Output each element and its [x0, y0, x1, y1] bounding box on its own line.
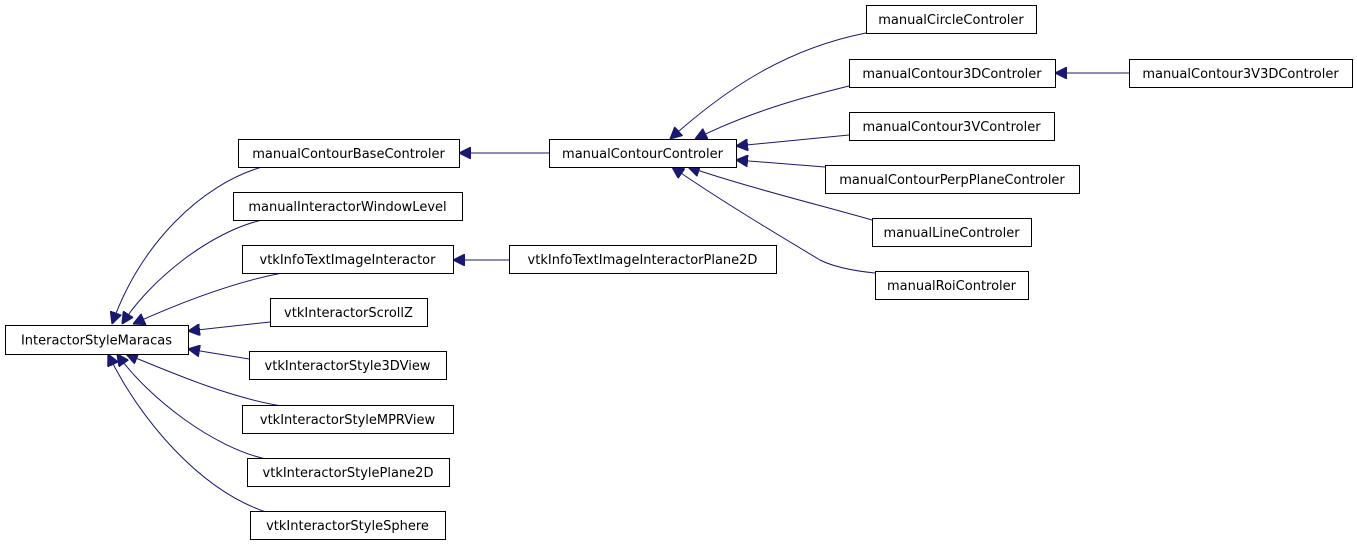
class-node-vissph[interactable]: vtkInteractorStyleSphere — [250, 511, 446, 540]
class-node-label: vtkInteractorStyleSphere — [266, 519, 429, 534]
class-node-box — [270, 298, 428, 327]
class-node-visp2d[interactable]: vtkInteractorStylePlane2D — [247, 458, 450, 487]
class-node-mroi[interactable]: manualRoiControler — [875, 271, 1029, 300]
class-node-label: vtkInteractorStyle3DView — [265, 359, 431, 374]
class-node-mc3v3d[interactable]: manualContour3V3DControler — [1129, 59, 1353, 88]
class-node-box — [233, 192, 463, 221]
class-node-box — [549, 139, 737, 168]
edge-mc3d-to-mcc — [695, 85, 850, 139]
class-node-label: manualCircleControler — [878, 13, 1024, 28]
class-node-box — [247, 458, 450, 487]
nodes-layer: InteractorStyleMaracas manualContourBaseC… — [5, 5, 1353, 540]
class-node-box — [849, 112, 1055, 141]
class-node-mline[interactable]: manualLineControler — [872, 218, 1032, 247]
class-node-vtiip2d[interactable]: vtkInfoTextImageInteractorPlane2D — [509, 245, 777, 274]
class-node-box — [849, 59, 1056, 88]
edge-mcpp-to-mcc — [736, 160, 826, 168]
class-node-vtii[interactable]: vtkInfoTextImageInteractor — [242, 245, 454, 274]
edge-vtii-to-base — [133, 272, 283, 324]
class-node-label: vtkInfoTextImageInteractor — [260, 253, 437, 268]
class-node-visz[interactable]: vtkInteractorScrollZ — [270, 298, 428, 327]
class-node-label: manualContourBaseControler — [252, 147, 445, 162]
class-node-box — [242, 405, 454, 434]
edge-vismpr-to-base — [126, 354, 283, 407]
edges-layer — [108, 32, 1129, 513]
class-node-label: vtkInteractorStylePlane2D — [263, 466, 434, 481]
edge-vis3d-to-base — [188, 349, 250, 360]
class-node-mcbc[interactable]: manualContourBaseControler — [238, 139, 460, 168]
edge-mroi-to-mcc — [672, 167, 876, 274]
edge-visz-to-base — [188, 321, 271, 331]
class-node-vismpr[interactable]: vtkInteractorStyleMPRView — [242, 405, 454, 434]
class-node-label: vtkInfoTextImageInteractorPlane2D — [528, 253, 758, 268]
class-node-label: vtkInteractorScrollZ — [284, 306, 413, 321]
edge-mcbc-to-base — [112, 166, 263, 324]
class-node-box — [1129, 59, 1353, 88]
class-node-label: manualRoiControler — [887, 279, 1017, 294]
class-node-box — [250, 511, 446, 540]
edge-mline-to-mcc — [688, 167, 873, 221]
class-node-box — [5, 325, 189, 355]
class-node-label: manualContour3VControler — [862, 120, 1041, 135]
class-node-label: manualLineControler — [883, 226, 1020, 241]
class-node-label: manualContour3DControler — [862, 67, 1042, 82]
class-node-box — [238, 139, 460, 168]
class-node-box — [866, 5, 1037, 34]
class-node-mc3d[interactable]: manualContour3DControler — [849, 59, 1056, 88]
class-node-label: vtkInteractorStyleMPRView — [260, 413, 436, 428]
class-node-mcc[interactable]: manualContourControler — [549, 139, 737, 168]
class-node-box — [242, 245, 454, 274]
class-node-mc3v[interactable]: manualContour3VControler — [849, 112, 1055, 141]
class-node-box — [875, 271, 1029, 300]
class-node-miwl[interactable]: manualInteractorWindowLevel — [233, 192, 463, 221]
class-node-box — [509, 245, 777, 274]
class-node-label: manualInteractorWindowLevel — [248, 200, 446, 215]
class-node-box — [825, 165, 1080, 194]
class-node-label: InteractorStyleMaracas — [21, 334, 172, 349]
edge-miwl-to-base — [122, 219, 263, 324]
edge-mcirc-to-mcc — [670, 32, 867, 139]
class-node-mcirc[interactable]: manualCircleControler — [866, 5, 1037, 34]
edge-vissph-to-base — [108, 354, 267, 513]
class-node-box — [249, 351, 447, 380]
class-node-vis3d[interactable]: vtkInteractorStyle3DView — [249, 351, 447, 380]
class-node-label: manualContourControler — [562, 147, 724, 162]
class-node-box — [872, 218, 1032, 247]
class-node-label: manualContourPerpPlaneControler — [839, 173, 1065, 188]
class-node-base[interactable]: InteractorStyleMaracas — [5, 325, 189, 355]
class-node-mcpp[interactable]: manualContourPerpPlaneControler — [825, 165, 1080, 194]
edge-mc3v-to-mcc — [736, 134, 850, 146]
class-node-label: manualContour3V3DControler — [1142, 67, 1339, 82]
edge-visp2d-to-base — [117, 354, 267, 460]
